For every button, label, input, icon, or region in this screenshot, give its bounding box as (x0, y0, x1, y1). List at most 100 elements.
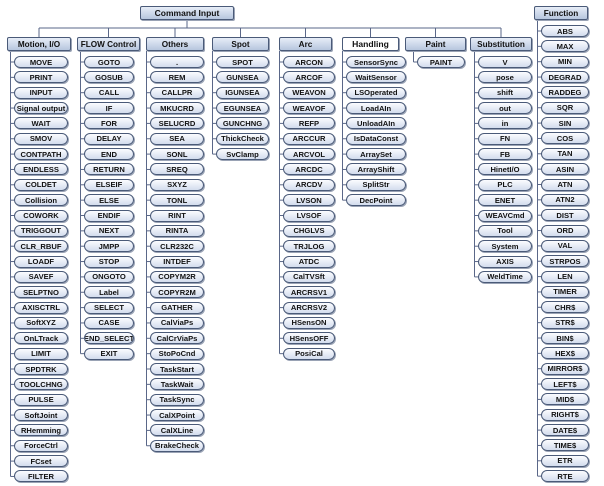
command-item: FB (478, 148, 532, 161)
command-item: ForceCtrl (14, 439, 68, 452)
command-item: END (84, 148, 134, 161)
category-header-flow-control: FLOW Control (77, 37, 140, 51)
command-item: WEAVCmd (478, 209, 532, 222)
command-item: WeldTime (478, 270, 532, 283)
command-item: COWORK (14, 209, 68, 222)
command-item: pose (478, 71, 532, 84)
function-item: DIST (541, 209, 589, 222)
command-item: TaskSync (150, 393, 204, 406)
function-item: ABS (541, 25, 589, 37)
function-item: SQR (541, 101, 589, 114)
command-item: CalXPoint (150, 409, 204, 422)
command-item: LoadAIn (346, 102, 406, 115)
command-item: WAIT (14, 117, 68, 130)
command-item: SAVEF (14, 270, 68, 283)
command-item: LVSOF (283, 209, 335, 222)
command-item: ARCCUR (283, 132, 335, 145)
command-item: ArrayShift (346, 163, 406, 176)
command-item: ENET (478, 194, 532, 207)
command-item: SXYZ (150, 178, 204, 191)
command-item: SREQ (150, 163, 204, 176)
command-item: ATDC (283, 255, 335, 268)
command-item: CHGLVS (283, 224, 335, 237)
category-header-substitution: Substitution (470, 37, 532, 51)
command-item: ARCDV (283, 178, 335, 191)
command-item: ENDIF (84, 209, 134, 222)
function-item: ATN (541, 178, 589, 191)
function-item: MAX (541, 40, 589, 53)
command-item: CalCrViaPs (150, 332, 204, 345)
command-item: HinetI/O (478, 163, 532, 176)
command-item: FN (478, 132, 532, 145)
command-item: CALLPR (150, 86, 204, 99)
command-item: PosiCal (283, 347, 335, 360)
command-item: GUNCHNG (216, 117, 269, 130)
function-item: ATN2 (541, 193, 589, 206)
command-item: SELECT (84, 301, 134, 314)
command-item: GATHER (150, 301, 204, 314)
command-input-box: Command Input (140, 6, 234, 20)
function-item: CHR$ (541, 301, 589, 314)
command-item: PULSE (14, 393, 68, 406)
command-item: HSensON (283, 316, 335, 329)
function-item: VAL (541, 239, 589, 252)
command-item: TaskWait (150, 378, 204, 391)
command-item: ARCRSV1 (283, 286, 335, 299)
command-item: LSOperated (346, 86, 406, 99)
function-item: LEN (541, 270, 589, 283)
command-item: RINTA (150, 224, 204, 237)
command-item: COPYR2M (150, 286, 204, 299)
function-item: TIMER (541, 285, 589, 298)
command-item: WEAVON (283, 86, 335, 99)
category-header-handling: Handling (342, 37, 399, 51)
command-item: SensorSync (346, 56, 406, 68)
command-item: Tool (478, 224, 532, 237)
command-item: GOTO (84, 56, 134, 68)
function-item: STRPOS (541, 255, 589, 268)
command-item: JMPP (84, 240, 134, 253)
command-item: WEAVOF (283, 102, 335, 115)
category-header-paint: Paint (405, 37, 466, 51)
category-header-spot: Spot (212, 37, 269, 51)
command-item: BrakeCheck (150, 439, 204, 452)
command-item: PRINT (14, 71, 68, 84)
command-item: shift (478, 86, 532, 99)
command-item: STOP (84, 255, 134, 268)
command-item: GOSUB (84, 71, 134, 84)
command-item: AXIS (478, 255, 532, 268)
command-item: RHemming (14, 424, 68, 437)
function-item: MIRROR$ (541, 362, 589, 375)
category-header-arc: Arc (279, 37, 332, 51)
command-item: RINT (150, 209, 204, 222)
command-item: MOVE (14, 56, 68, 68)
function-item: RIGHT$ (541, 408, 589, 421)
command-item: CLR_RBUF (14, 240, 68, 253)
command-item: FOR (84, 117, 134, 130)
command-item: COPYM2R (150, 270, 204, 283)
command-item: . (150, 56, 204, 68)
command-item: GUNSEA (216, 71, 269, 84)
command-item: ARCRSV2 (283, 301, 335, 314)
command-item: V (478, 56, 532, 68)
command-item: ELSE (84, 194, 134, 207)
command-item: END_SELECT (84, 332, 134, 345)
function-item: DATE$ (541, 424, 589, 437)
command-item: CALL (84, 86, 134, 99)
command-item: LOADF (14, 255, 68, 268)
command-item: COLDET (14, 178, 68, 191)
command-item: SEA (150, 132, 204, 145)
command-item: SPOT (216, 56, 269, 68)
command-item: Label (84, 286, 134, 299)
command-item: ONGOTO (84, 270, 134, 283)
command-item: ARCDC (283, 163, 335, 176)
command-item: Collision (14, 194, 68, 207)
command-item: UnloadAIn (346, 117, 406, 130)
function-item: MIN (541, 55, 589, 68)
command-item: MKUCRD (150, 102, 204, 115)
command-item: TaskStart (150, 363, 204, 375)
command-item: SoftJoint (14, 409, 68, 422)
command-item: CONTPATH (14, 148, 68, 161)
command-item: IGUNSEA (216, 86, 269, 99)
function-item: TIME$ (541, 439, 589, 452)
command-item: TRIGGOUT (14, 224, 68, 237)
